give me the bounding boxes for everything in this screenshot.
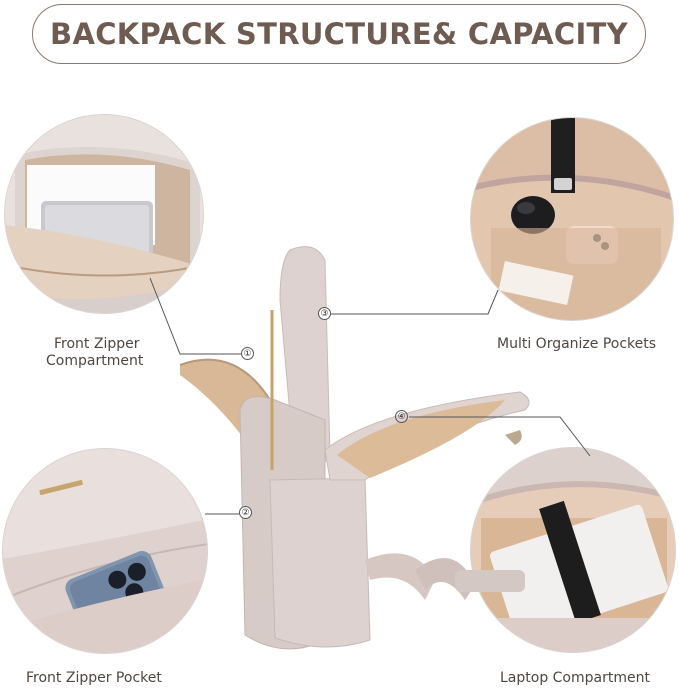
marker-2: ② (239, 506, 252, 519)
label-multi-organize-pockets: Multi Organize Pockets (497, 336, 657, 352)
label-laptop-compartment: Laptop Compartment (500, 670, 650, 686)
front-zipper-pocket-detail (2, 448, 208, 654)
label-front-zipper-compartment-line2: Compartment (46, 353, 144, 369)
marker-1: ① (241, 347, 254, 360)
label-front-zipper-pocket: Front Zipper Pocket (26, 670, 162, 686)
page-title: BACKPACK STRUCTURE& CAPACITY (50, 17, 628, 51)
marker-3: ③ (318, 307, 331, 320)
title-banner: BACKPACK STRUCTURE& CAPACITY (32, 4, 646, 64)
label-front-zipper-compartment-line1: Front Zipper (54, 336, 140, 352)
backpack-illustration (175, 240, 535, 660)
elastic-strap (539, 500, 601, 624)
laptop-compartment-detail (470, 447, 676, 653)
marker-4: ④ (395, 410, 408, 423)
front-zipper-compartment-detail (4, 114, 204, 314)
multi-organize-pockets-detail (470, 117, 674, 321)
logo-plate (39, 479, 83, 496)
sunglasses-icon (511, 196, 555, 234)
